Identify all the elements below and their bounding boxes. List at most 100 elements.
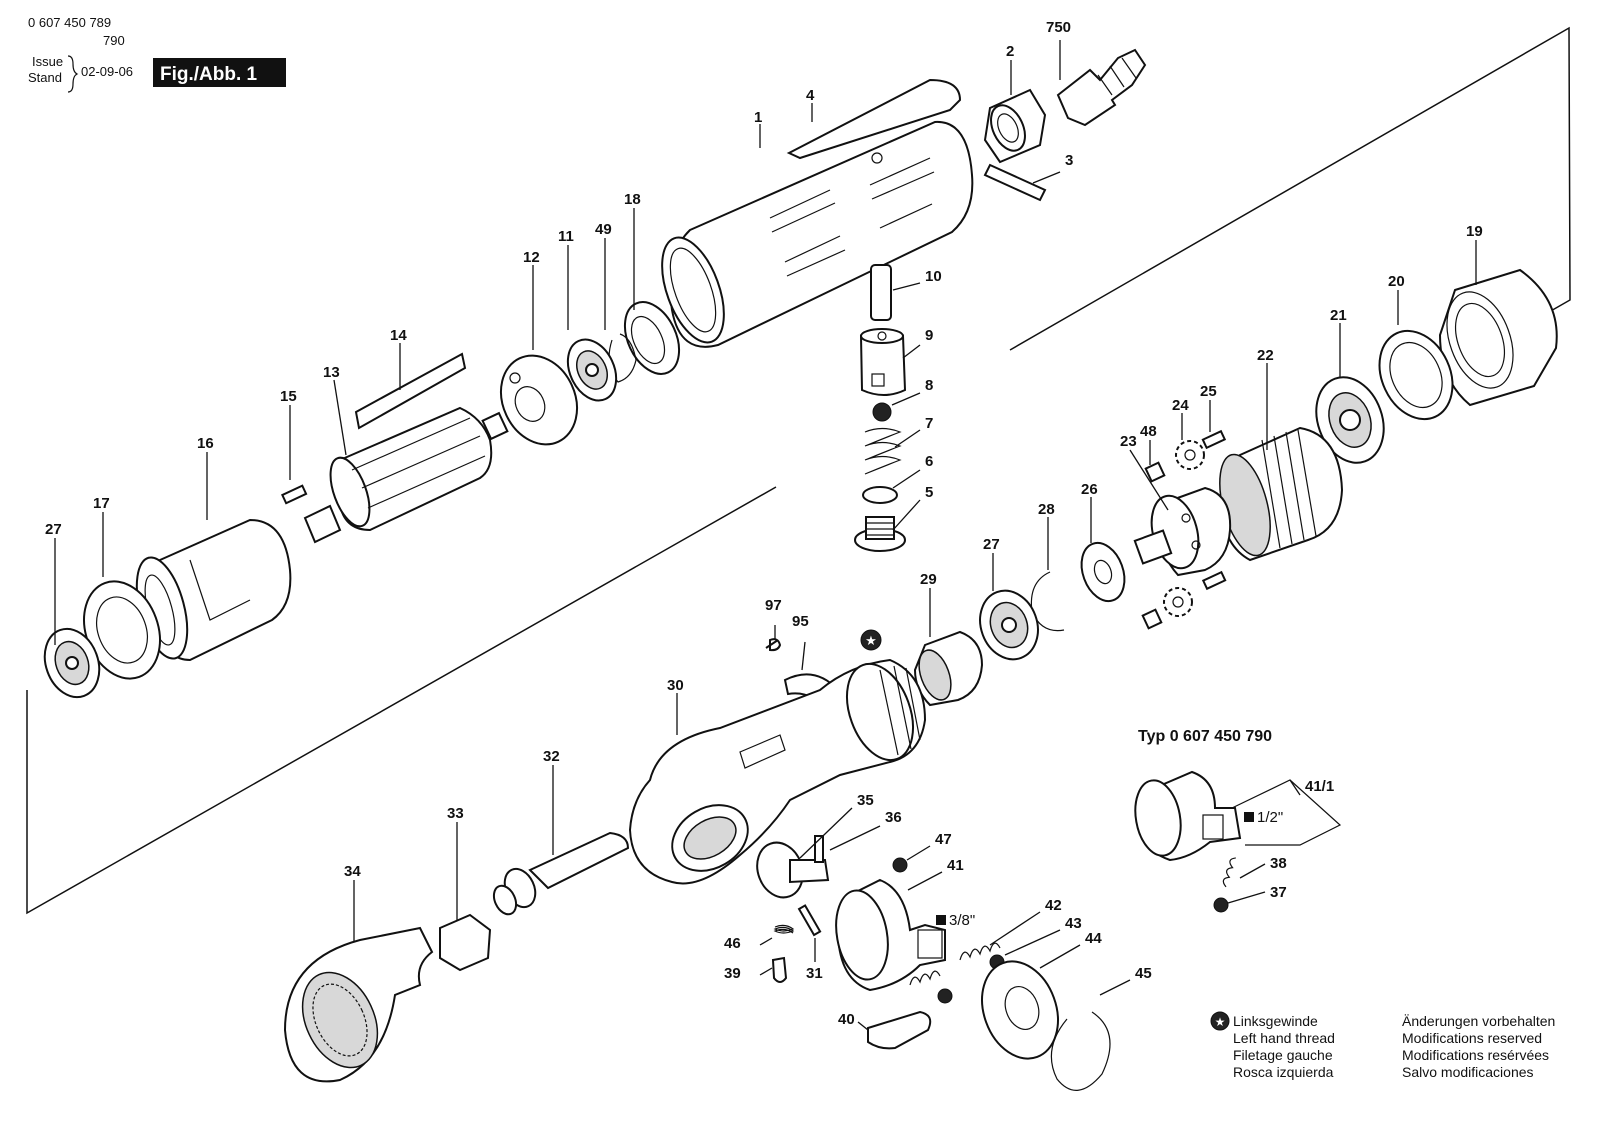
label-part-35: 35	[857, 792, 874, 809]
label-part-48: 48	[1140, 423, 1157, 440]
legend-star-icon	[1210, 1011, 1230, 1031]
shaft-part-32	[492, 831, 630, 916]
ring-gear-part-22	[1218, 426, 1344, 562]
spacer-part-48-lower	[1141, 608, 1163, 630]
label-part-28: 28	[1038, 501, 1055, 518]
spring-part-46	[773, 924, 795, 934]
frame-lines	[26, 26, 1571, 915]
plunger-part-39	[771, 956, 788, 983]
legend-left-hand-thread: Left hand thread	[1233, 1030, 1335, 1046]
part-labels: 1 2 3 4 5 6 7 8 9 10 11 12 13 14 15 16 1…	[45, 19, 1483, 1028]
upper-right-frame	[1009, 26, 1571, 351]
left-hand-thread-legend: ★ Linksgewinde Left hand thread Filetage…	[1210, 1011, 1335, 1080]
variant-inset	[1134, 770, 1342, 913]
legend-filetage-gauche: Filetage gauche	[1233, 1047, 1333, 1063]
label-part-30: 30	[667, 677, 684, 694]
label-part-45: 45	[1135, 965, 1152, 982]
legend-salvo-modificaciones: Salvo modificaciones	[1402, 1064, 1534, 1080]
planet-carrier-part-23	[1133, 486, 1232, 577]
pin-part-25-lower	[1201, 570, 1227, 591]
legend-star-glyph: ★	[1215, 1015, 1226, 1029]
label-part-20: 20	[1388, 273, 1405, 290]
label-part-16: 16	[197, 435, 214, 452]
label-part-27-left: 27	[45, 521, 62, 538]
cube-part-33	[439, 913, 492, 972]
part-number-line1: 0 607 450 789	[28, 15, 111, 30]
label-part-8: 8	[925, 377, 933, 394]
planet-gear-part-24-lower	[1163, 587, 1193, 617]
circlip-part-45	[1050, 1011, 1111, 1091]
legend-aenderungen: Änderungen vorbehalten	[1402, 1013, 1555, 1029]
label-part-11: 11	[558, 228, 574, 245]
label-part-46: 46	[724, 935, 741, 952]
nut-part-2	[983, 88, 1047, 164]
pin-part-31	[797, 904, 822, 937]
label-part-25: 25	[1200, 383, 1217, 400]
pin-part-10	[870, 264, 892, 321]
svg-text:★: ★	[865, 634, 877, 649]
label-part-24: 24	[1172, 397, 1189, 414]
label-part-39: 39	[724, 965, 741, 982]
screw-part-5	[854, 516, 906, 552]
cap-part-44	[981, 960, 1059, 1060]
label-part-95: 95	[792, 613, 809, 630]
ratchet-head-part-30	[628, 658, 927, 885]
label-part-3: 3	[1065, 152, 1073, 169]
spring-part-7	[864, 427, 902, 475]
label-part-18: 18	[624, 191, 641, 208]
label-part-49: 49	[595, 221, 612, 238]
label-part-13: 13	[323, 364, 340, 381]
label-part-5: 5	[925, 484, 933, 501]
label-part-23: 23	[1120, 433, 1137, 450]
label-part-40: 40	[838, 1011, 855, 1028]
issue-label: Issue	[32, 54, 63, 69]
spring-part-38	[1222, 857, 1236, 888]
label-part-41-1: 41/1	[1305, 778, 1334, 795]
pin-part-15	[281, 484, 308, 505]
label-part-27-right: 27	[983, 536, 1000, 553]
lower-left-frame	[26, 486, 777, 915]
header-block: 0 607 450 789 790 Issue Stand 02-09-06 F…	[28, 15, 286, 93]
ball-part-37	[1213, 897, 1229, 913]
ball-lower-icon	[937, 988, 953, 1004]
bearing-part-11	[566, 338, 618, 402]
label-part-2: 2	[1006, 43, 1014, 60]
label-part-44: 44	[1085, 930, 1102, 947]
label-part-26: 26	[1081, 481, 1098, 498]
pin-part-3	[983, 163, 1047, 202]
cover-part-4	[786, 78, 962, 160]
label-part-12: 12	[523, 249, 540, 266]
figure-label: Fig./Abb. 1	[160, 64, 258, 85]
ball-part-47	[892, 857, 908, 873]
end-plate-part-12	[500, 354, 578, 446]
valve-part-9	[859, 328, 907, 396]
label-part-4: 4	[806, 87, 815, 104]
label-part-15: 15	[280, 388, 297, 405]
part-number-line2: 790	[103, 33, 125, 48]
spacer-part-48-upper	[1144, 461, 1166, 483]
label-part-97: 97	[765, 597, 782, 614]
leader-lines	[54, 40, 1477, 1031]
upper-assembly	[43, 48, 1147, 699]
pin-part-36	[814, 835, 824, 863]
label-part-21: 21	[1330, 307, 1347, 324]
label-part-47: 47	[935, 831, 952, 848]
label-part-14: 14	[390, 327, 407, 344]
drive-size-small: 3/8"	[949, 912, 975, 929]
figure-badge	[153, 58, 286, 87]
label-part-32: 32	[543, 748, 560, 765]
label-part-31: 31	[806, 965, 823, 982]
ball-part-8	[872, 402, 892, 422]
planet-gear-part-24-upper	[1175, 440, 1205, 470]
vane-part-14	[354, 352, 467, 430]
label-part-22: 22	[1257, 347, 1274, 364]
left-hand-thread-star-icon: ★	[860, 629, 882, 651]
nipple-part-750	[1056, 48, 1147, 127]
label-part-1: 1	[754, 109, 762, 126]
needle-bearing-part-29	[913, 630, 984, 707]
label-part-10: 10	[925, 268, 942, 285]
square-drive-large-icon	[1244, 812, 1254, 822]
housing-part-1	[661, 120, 974, 348]
washer-part-26	[1080, 541, 1126, 603]
